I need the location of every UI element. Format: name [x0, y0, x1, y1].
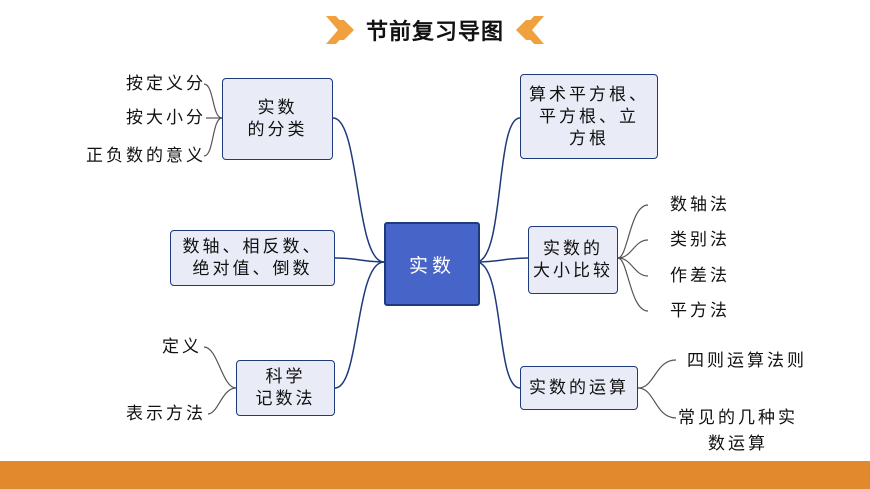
leaf-four-operations: 四则运算法则 [687, 351, 807, 371]
node-roots-line1: 算术平方根、 [529, 84, 649, 105]
link-leaf-sign [203, 117, 223, 157]
node-roots-line3: 方根 [569, 128, 609, 149]
node-roots-line2: 平方根、立 [539, 106, 639, 127]
leaf-definition: 定义 [162, 337, 202, 357]
link-center-classification [332, 117, 385, 263]
link-leaf-def [203, 83, 223, 119]
node-concepts-line1: 数轴、相反数、 [182, 237, 323, 257]
node-compare-line2: 大小比较 [533, 261, 613, 281]
link-center-roots [475, 117, 521, 263]
leaf-by-size: 按大小分 [126, 108, 206, 128]
node-classification-line1: 实数 [257, 98, 298, 118]
leaf-number-line-method: 数轴法 [670, 195, 730, 215]
chevron-inner [516, 20, 532, 40]
link-center-compare [475, 257, 529, 263]
leaf-square-method: 平方法 [670, 301, 730, 321]
link-op-2 [637, 387, 677, 419]
bottom-bar [0, 461, 870, 489]
node-scientific-line1: 科学 [265, 367, 306, 387]
node-concepts[interactable]: 数轴、相反数、 绝对值、倒数 [170, 230, 335, 286]
leaf-notation-method: 表示方法 [126, 404, 206, 424]
title-bar: 节前复习导图 [315, 12, 555, 48]
link-compare-bracket [617, 204, 649, 259]
link-center-concepts [334, 257, 385, 263]
link-op-1 [637, 359, 677, 389]
chevron-inner [337, 20, 354, 40]
node-compare[interactable]: 实数的 大小比较 [528, 226, 618, 294]
node-classification-line2: 的分类 [247, 120, 308, 140]
double-chevron-right-icon [325, 16, 354, 44]
leaf-common-operations-1: 常见的几种实 [678, 408, 798, 428]
link-leaf-method [207, 387, 237, 415]
node-scientific[interactable]: 科学 记数法 [236, 360, 335, 416]
leaf-common-operations-2: 数运算 [708, 434, 768, 454]
node-scientific-line2: 记数法 [255, 389, 316, 409]
link-compare-2 [617, 239, 649, 259]
leaf-sign-meaning: 正负数的意义 [86, 146, 206, 166]
link-center-scientific [334, 261, 385, 389]
node-operations-line1: 实数的运算 [529, 378, 629, 398]
link-compare-4 [617, 257, 649, 312]
page-title: 节前复习导图 [365, 20, 504, 45]
node-compare-line1: 实数的 [543, 239, 603, 259]
link-center-operations [475, 261, 521, 389]
chevron-outer [522, 16, 544, 44]
node-classification[interactable]: 实数 的分类 [222, 78, 333, 160]
leaf-category-method: 类别法 [670, 230, 730, 250]
center-label: 实数 [408, 254, 455, 277]
link-compare-3 [617, 257, 649, 277]
node-concepts-line2: 绝对值、倒数 [192, 259, 313, 279]
node-operations[interactable]: 实数的运算 [520, 366, 638, 410]
chevron-outer [325, 16, 348, 44]
center-node[interactable]: 实数 [384, 222, 480, 306]
leaf-difference-method: 作差法 [670, 266, 730, 286]
link-leaf-definition [203, 346, 237, 389]
leaf-by-definition: 按定义分 [126, 74, 206, 94]
node-roots[interactable]: 算术平方根、 平方根、立 方根 [520, 74, 658, 159]
double-chevron-left-icon [516, 16, 544, 44]
